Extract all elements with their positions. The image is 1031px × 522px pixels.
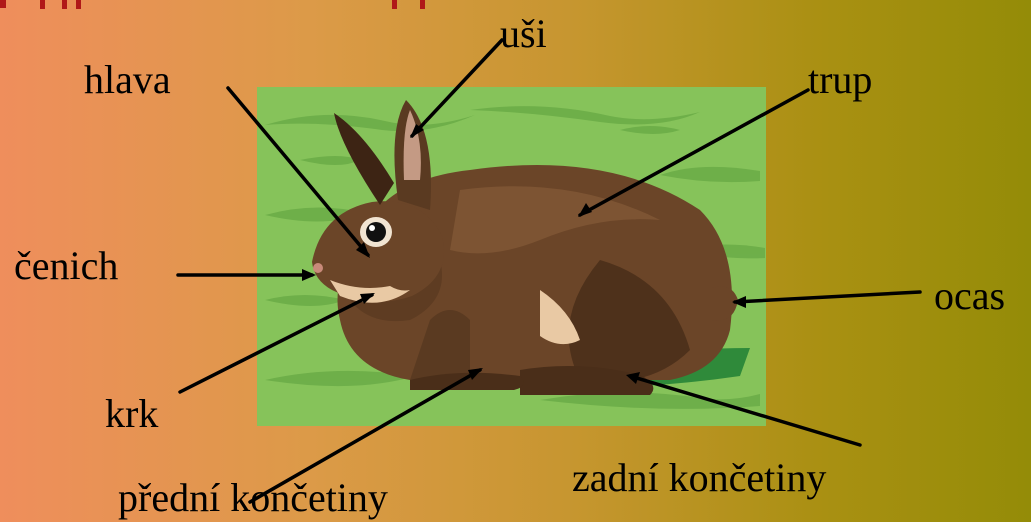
label-trup: trup	[808, 60, 872, 100]
label-cenich: čenich	[14, 246, 118, 286]
label-zadni-koncetiny: zadní končetiny	[572, 458, 826, 498]
label-ocas: ocas	[934, 276, 1005, 316]
label-krk: krk	[105, 394, 158, 434]
heading-fragment	[0, 0, 425, 9]
label-usi: uši	[500, 14, 547, 54]
label-hlava: hlava	[84, 60, 171, 100]
label-predni-koncetiny: přední končetiny	[118, 478, 388, 518]
